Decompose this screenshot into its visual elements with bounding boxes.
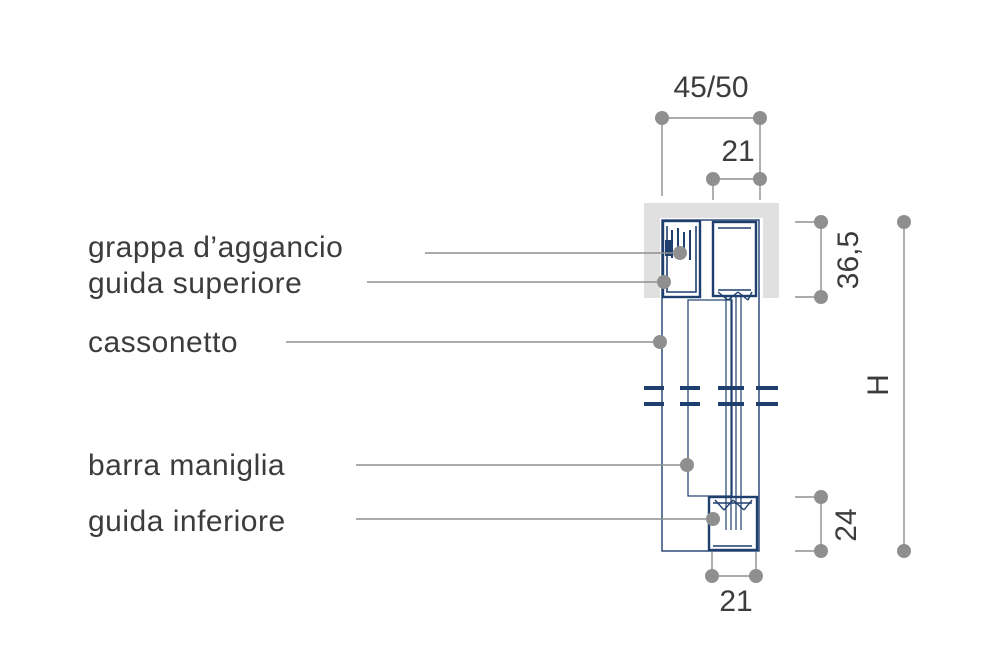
label-upper-guide: guida superiore <box>88 267 302 300</box>
dim-top-total-text: 45/50 <box>673 71 748 104</box>
dim-upper-height-text: 36,5 <box>832 231 865 289</box>
callout-lower-guide: guida inferiore <box>88 505 720 538</box>
clip-detail <box>665 228 691 260</box>
label-handle-bar: barra maniglia <box>88 449 285 482</box>
dim-lower-height-text: 24 <box>830 508 863 541</box>
label-box: cassonetto <box>88 326 238 359</box>
callout-handle-bar: barra maniglia <box>88 449 694 482</box>
break-marks <box>644 386 778 406</box>
label-lower-guide: guida inferiore <box>88 505 286 538</box>
label-clip: grappa d’aggancio <box>88 231 343 264</box>
callout-upper-guide: guida superiore <box>88 267 671 300</box>
dim-upper-height: 36,5 <box>795 215 865 304</box>
callout-clip: grappa d’aggancio <box>88 231 687 264</box>
dim-bottom-width: 21 <box>705 552 763 618</box>
dim-bottom-width-text: 21 <box>719 585 752 618</box>
profile-section <box>661 219 760 552</box>
dim-top-inner-text: 21 <box>721 135 754 168</box>
dim-lower-height: 24 <box>795 490 863 558</box>
dim-top-inner: 21 <box>706 135 767 200</box>
callout-box: cassonetto <box>88 326 667 359</box>
dim-top-total: 45/50 <box>655 71 767 200</box>
dim-overall-height-text: H <box>862 374 895 396</box>
dim-overall-height: H <box>862 215 911 558</box>
